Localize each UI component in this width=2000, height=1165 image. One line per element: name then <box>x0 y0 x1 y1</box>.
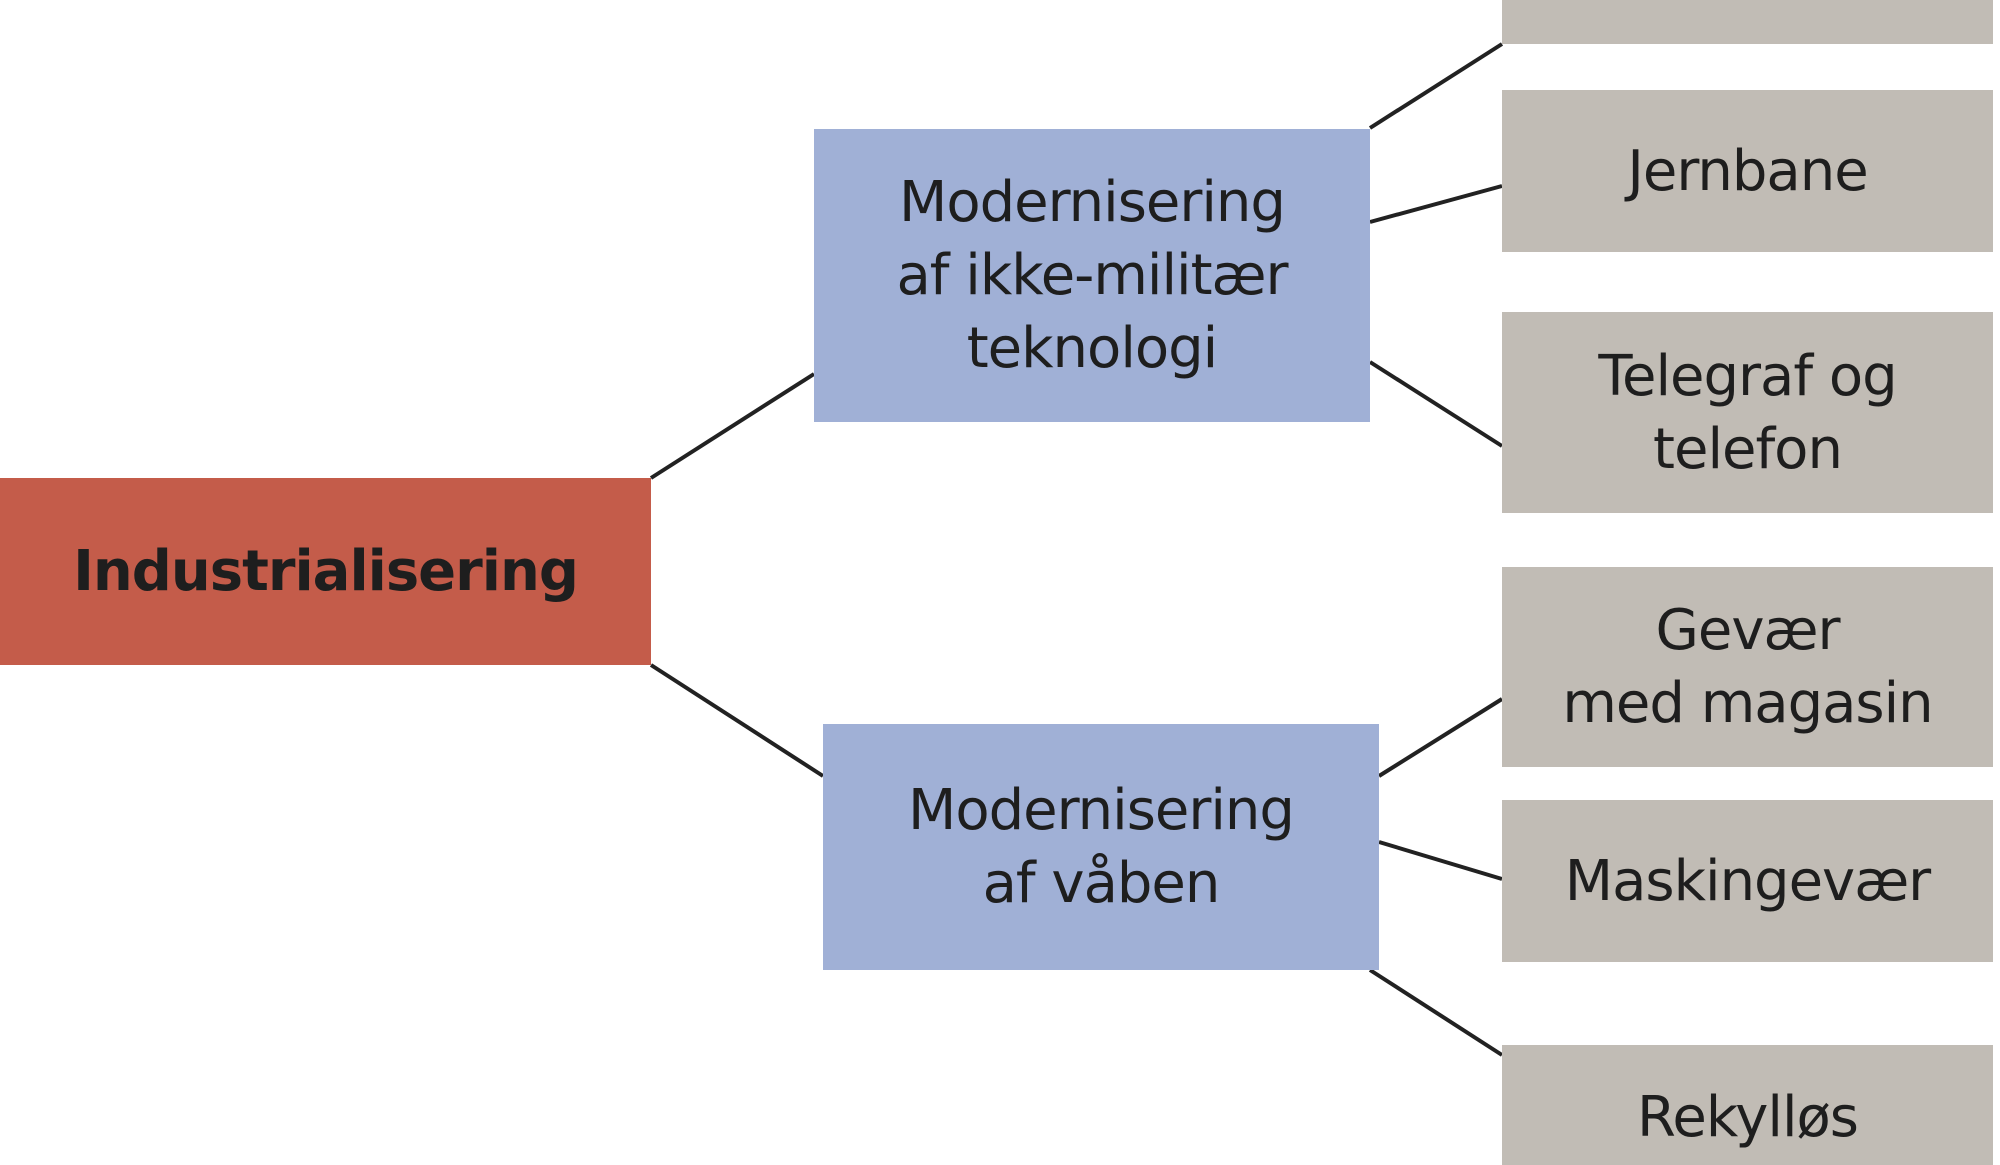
branch-node-civil-tech: Modernisering af ikke-militær teknologi <box>814 129 1370 422</box>
connector-line <box>1378 840 1503 881</box>
leaf-node-maskingevaer: Maskingevær <box>1502 800 1993 962</box>
root-node: Industrialisering <box>0 478 651 665</box>
connector-line <box>1368 968 1504 1057</box>
leaf-node-jernbane: Jernbane <box>1502 90 1993 252</box>
connector-line <box>1369 184 1503 224</box>
connector-line <box>1368 360 1504 448</box>
branch-node-weapons: Modernisering af våben <box>823 724 1379 970</box>
leaf-node-cut-off <box>1502 0 1993 44</box>
connector-line <box>1377 697 1504 778</box>
leaf-node-gevaer: Gevær med magasin <box>1502 567 1993 767</box>
leaf-node-rekylloes: Rekylløs <box>1502 1045 1993 1165</box>
connector-line <box>1368 42 1504 130</box>
leaf-node-telegraf: Telegraf og telefon <box>1502 312 1993 513</box>
connector-line <box>649 372 816 480</box>
connector-line <box>649 663 825 778</box>
